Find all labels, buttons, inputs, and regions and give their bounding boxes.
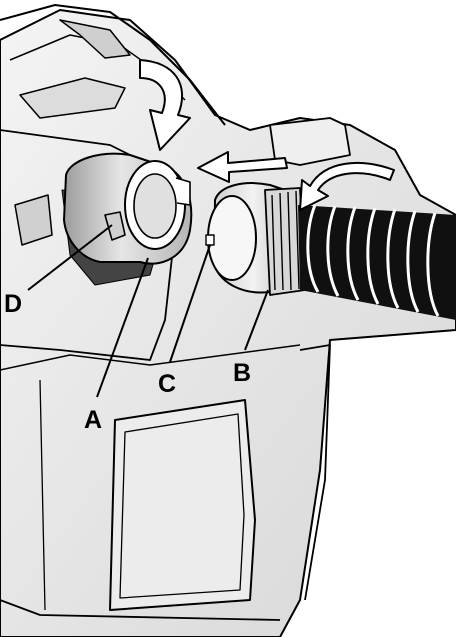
top-grip-recess bbox=[19, 77, 126, 119]
cuff-notch-right bbox=[175, 177, 191, 206]
cuff-inner-ring bbox=[133, 173, 177, 239]
callout-d: D bbox=[4, 290, 22, 318]
lower-recess bbox=[109, 399, 256, 611]
inlet-cuff bbox=[61, 152, 193, 286]
leader-d bbox=[27, 224, 113, 291]
motion-arrows bbox=[139, 59, 395, 211]
left-port bbox=[14, 194, 53, 246]
corrugated-hose bbox=[298, 204, 456, 320]
connector-face bbox=[207, 195, 257, 281]
bottom-skirt bbox=[0, 599, 281, 621]
left-bottom-edge bbox=[39, 379, 46, 611]
hose-corrugations bbox=[306, 204, 440, 317]
rotate-arrow-left-icon bbox=[139, 59, 191, 151]
front-panel-edge bbox=[0, 129, 176, 361]
callout-labels: A B C D bbox=[4, 290, 251, 434]
callout-b: B bbox=[233, 359, 251, 387]
hose-connector bbox=[205, 182, 306, 296]
lower-recess-inner bbox=[119, 413, 245, 599]
leader-a bbox=[96, 257, 149, 398]
cuff-clip-d bbox=[104, 211, 126, 241]
vacuum-body bbox=[0, 4, 456, 637]
right-side-panel bbox=[299, 344, 331, 601]
hose-body bbox=[298, 205, 456, 320]
handle-ridge bbox=[0, 4, 226, 126]
connector-tab-c bbox=[205, 234, 215, 246]
leader-b bbox=[244, 289, 269, 351]
leader-c bbox=[169, 244, 211, 363]
callout-c: C bbox=[158, 370, 176, 398]
callout-a: A bbox=[84, 406, 102, 434]
push-arrow-icon bbox=[197, 151, 288, 183]
leader-lines bbox=[27, 224, 269, 398]
rotate-arrow-right-icon bbox=[299, 161, 395, 211]
collar-ribs bbox=[271, 190, 300, 291]
top-slot bbox=[59, 19, 131, 59]
